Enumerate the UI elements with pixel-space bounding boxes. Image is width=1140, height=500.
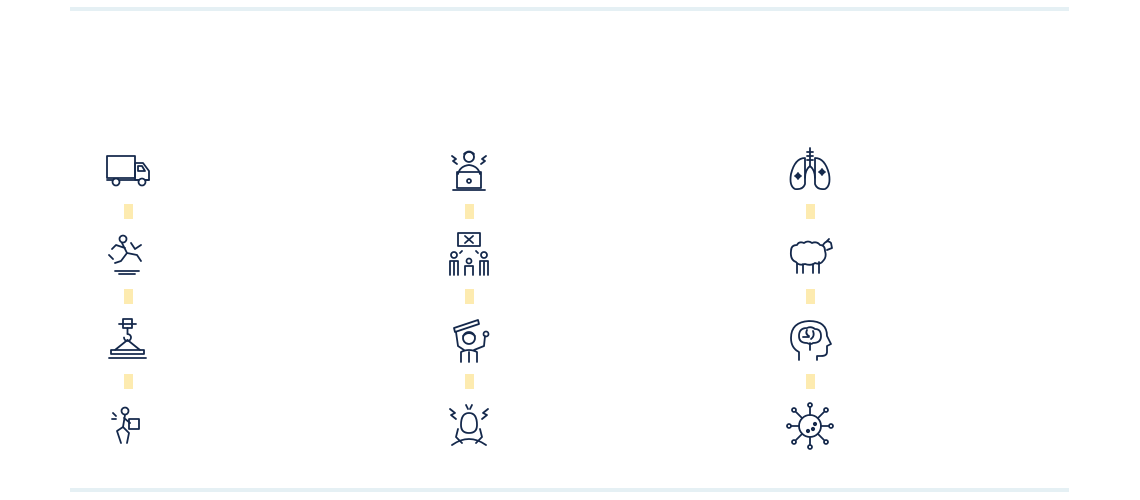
lungs-infection-icon	[785, 146, 835, 196]
stressed-laptop-worker-icon	[444, 146, 494, 196]
headache-stress-icon	[444, 401, 494, 451]
hazard-column-biological	[785, 146, 835, 451]
slip-and-fall-icon	[103, 231, 153, 281]
brain-head-icon	[785, 316, 835, 366]
hazard-column-psychosocial	[444, 146, 494, 451]
meeting-conflict-icon	[444, 231, 494, 281]
lifting-box-strain-icon	[103, 401, 153, 451]
hazard-column-physical	[103, 146, 153, 451]
connector-bar	[123, 374, 133, 389]
connector-bar	[805, 204, 815, 219]
crane-hook-load-icon	[103, 316, 153, 366]
delivery-truck-icon	[103, 146, 153, 196]
connector-bar	[805, 374, 815, 389]
workplace-violence-icon	[444, 316, 494, 366]
bottom-divider	[70, 488, 1069, 492]
top-divider	[70, 7, 1069, 11]
connector-bar	[123, 289, 133, 304]
connector-bar	[123, 204, 133, 219]
sheep-icon	[785, 231, 835, 281]
connector-bar	[464, 374, 474, 389]
connector-bar	[805, 289, 815, 304]
connector-bar	[464, 204, 474, 219]
connector-bar	[464, 289, 474, 304]
virus-icon	[785, 401, 835, 451]
